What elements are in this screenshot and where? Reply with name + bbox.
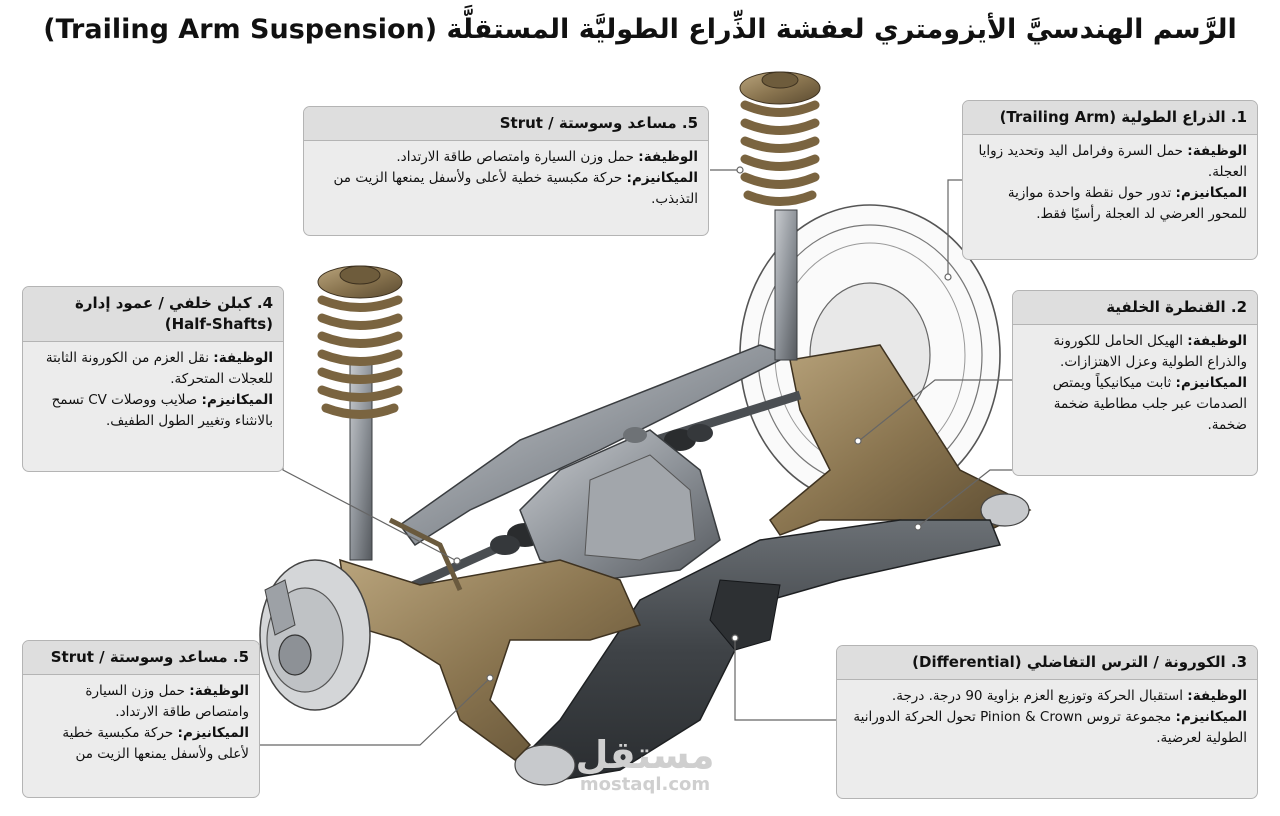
callout-subframe: 2. القنطرة الخلفية الوظيفة: الهيكل الحام…	[1012, 290, 1258, 476]
callout-heading: 3. الكورونة / الترس التفاضلي (Differenti…	[837, 646, 1257, 680]
function-text: حمل وزن السيارة وامتصاص طاقة الارتداد.	[85, 683, 249, 720]
callout-heading: 5. مساعد وسوستة / Strut	[304, 107, 708, 141]
function-label: الوظيفة:	[1187, 688, 1247, 704]
left-strut	[317, 265, 403, 561]
watermark: مستقل mostaql.com	[560, 735, 730, 795]
mechanism-text: ثابت ميكانيكياً ويمتص الصدمات عبر جلب مط…	[1052, 375, 1247, 433]
function-label: الوظيفة:	[1187, 143, 1247, 159]
mechanism-text: تدور حول نقطة واحدة موازية للمحور العرضي…	[1007, 185, 1247, 222]
mechanism-label: الميكانيزم:	[177, 725, 249, 741]
function-text: حمل السرة وفرامل اليد وتحديد زوايا العجل…	[978, 143, 1248, 180]
anti-roll-link	[388, 517, 463, 592]
function-text: استقبال الحركة وتوزيع العزم بزاوية 90 در…	[891, 688, 1183, 704]
watermark-arabic: مستقل	[575, 733, 715, 777]
mechanism-text: حركة مكبسية خطية لأعلى ولأسفل يمنعها الز…	[333, 170, 698, 207]
cv-boot-right	[664, 424, 713, 451]
callout-heading: 5. مساعد وسوستة / Strut	[23, 641, 259, 675]
subframe-mount-bottom	[514, 744, 576, 786]
mechanism-label: الميكانيزم:	[626, 170, 698, 186]
function-label: الوظيفة:	[189, 683, 249, 699]
left-lower-arm	[339, 558, 642, 761]
function-label: الوظيفة:	[213, 350, 273, 366]
mechanism-label: الميكانيزم:	[1175, 375, 1247, 391]
differential-housing	[519, 427, 721, 581]
function-text: الهيكل الحامل للكورونة والذراع الطولية و…	[1053, 333, 1247, 370]
upper-cross-arm	[398, 344, 792, 547]
callout-differential: 3. الكورونة / الترس التفاضلي (Differenti…	[836, 645, 1258, 799]
callout-heading: 2. القنطرة الخلفية	[1013, 291, 1257, 325]
callout-heading: 1. الذراع الطولية (Trailing Arm)	[963, 101, 1257, 135]
function-label: الوظيفة:	[1187, 333, 1247, 349]
page-title: الرَّسم الهندسيَّ الأيزومتري لعفشة الذِّ…	[43, 14, 1237, 45]
callout-strut-top: 5. مساعد وسوستة / Strut الوظيفة: حمل وزن…	[303, 106, 709, 236]
mechanism-text: صلايب ووصلات CV تسمح بالانثناء وتغيير ال…	[51, 392, 273, 429]
function-text: نقل العزم من الكورونة الثابتة للعجلات ال…	[45, 350, 273, 387]
function-label: الوظيفة:	[638, 149, 698, 165]
mechanism-label: الميكانيزم:	[1175, 185, 1247, 201]
mechanism-label: الميكانيزم:	[1175, 709, 1247, 725]
mechanism-label: الميكانيزم:	[201, 392, 273, 408]
callout-half-shafts: 4. كبلن خلفي / عمود إدارة (Half-Shafts) …	[22, 286, 284, 472]
mechanism-text: مجموعة تروس Pinion & Crown تحول الحركة ا…	[853, 709, 1247, 746]
callout-heading: 4. كبلن خلفي / عمود إدارة (Half-Shafts)	[23, 287, 283, 342]
watermark-latin: mostaql.com	[579, 774, 711, 795]
function-text: حمل وزن السيارة وامتصاص طاقة الارتداد.	[396, 149, 634, 165]
callout-trailing-arm: 1. الذراع الطولية (Trailing Arm) الوظيفة…	[962, 100, 1258, 260]
callout-strut-bottom: 5. مساعد وسوستة / Strut الوظيفة: حمل وزن…	[22, 640, 260, 798]
left-wheel-hub	[259, 559, 371, 711]
right-arm-bushing	[980, 493, 1030, 527]
right-strut	[739, 71, 821, 361]
mechanism-text: حركة مكبسية خطية لأعلى ولأسفل يمنعها الز…	[62, 725, 249, 762]
